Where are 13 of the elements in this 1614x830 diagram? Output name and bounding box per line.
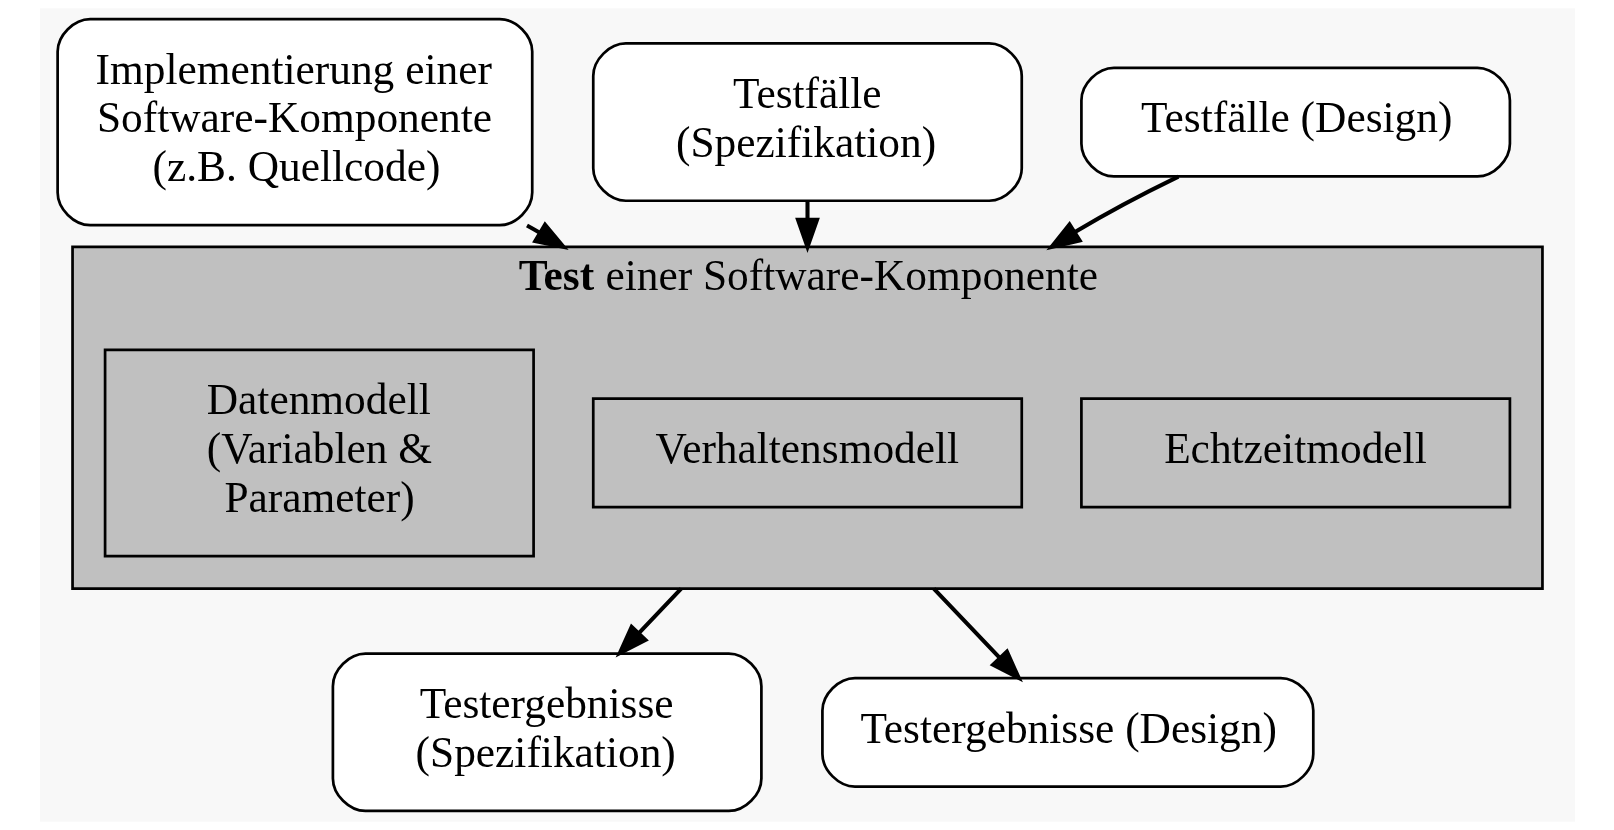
node-box: Implementierung einer Software-Komponente (z.B. Quellcode) xyxy=(55,17,534,227)
arrow xyxy=(931,587,1023,683)
node-box: Echtzeitmodell xyxy=(1079,397,1511,509)
arrow xyxy=(794,201,820,254)
arrow xyxy=(615,587,683,658)
node-box: Testergebnisse (Spezifikation) xyxy=(331,652,763,813)
node-box: Datenmodell (Variablen & Parameter) xyxy=(103,348,535,558)
arrow xyxy=(1045,174,1179,251)
arrow xyxy=(525,221,569,251)
node-box: Testergebnisse (Design) xyxy=(820,676,1315,788)
node-box: Testfälle (Design) xyxy=(1079,66,1511,178)
node-box: Testfälle (Spezifikation) xyxy=(591,42,1023,203)
node-box: Verhaltensmodell xyxy=(591,397,1023,509)
